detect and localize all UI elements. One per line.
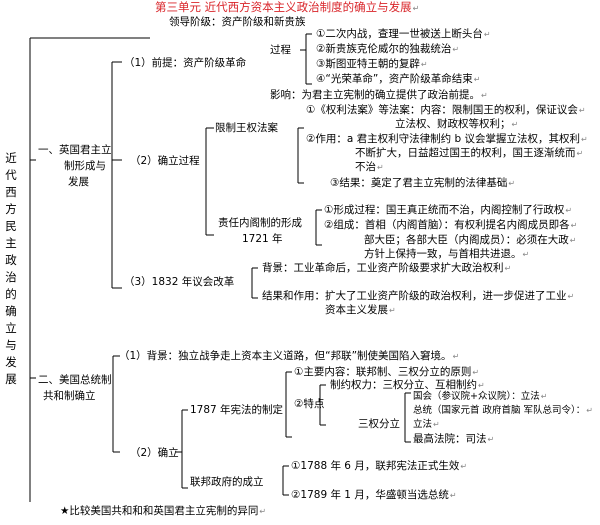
establish-process-label: （2）确立过程 bbox=[130, 155, 200, 167]
cabinet-org-line3: 方针上保持一致，与首相共进退。↵ bbox=[364, 248, 530, 260]
process-item-1: ①二次内战，查理一世被送上断头台↵ bbox=[316, 28, 491, 40]
limit-power-label: 限制王权法案 bbox=[215, 122, 278, 134]
bill-content-line2: 立法权、财政权等权利；↵ bbox=[395, 118, 519, 130]
separation-powers-label: 三权分立 bbox=[358, 418, 400, 430]
process-item-3: ③斯图亚特王朝的复辟↵ bbox=[316, 58, 428, 70]
usa-establish-label: （2）确立 bbox=[130, 447, 179, 459]
section1-label-line1: 一、英国君主立 bbox=[38, 144, 112, 156]
section2-label-line1: 二、美国总统制 bbox=[38, 374, 112, 386]
supreme-court-text: 最高法院：司法↵ bbox=[413, 433, 495, 445]
process-item-4: ④“光荣革命”，资产阶级革命结束↵ bbox=[316, 73, 481, 85]
bill-content-line1: ①《权利法案》等法案：内容：限制国王的权利，保证议会↵ bbox=[306, 104, 586, 116]
bill-role-line3: 不治↵ bbox=[355, 161, 384, 173]
comparison-note: ★比较美国共和和和英国君主立宪制的异同↵ bbox=[60, 505, 267, 517]
federal-gov-label: 联邦政府的成立 bbox=[190, 476, 264, 488]
congress-text: 国会（参议院+众议院）：立法↵ bbox=[413, 391, 548, 402]
bill-role-line1: ②作用：a 君主权利守法律制约 b 议会掌握立法权，其权利↵ bbox=[306, 133, 588, 145]
constitution-1787-label: 1787 年宪法的制定 bbox=[190, 404, 284, 416]
section2-label-line2: 共和制确立 bbox=[43, 390, 96, 402]
reform-result-line2: 资本主义发展↵ bbox=[325, 304, 396, 316]
cabinet-org-line1: ②组成：首相（内阁首脑）：有权利提名内阁成员即各↵ bbox=[324, 219, 578, 231]
restrict-power: 制约权力：三权分立、互相制约↵ bbox=[330, 379, 485, 391]
influence-text: 影响：为君主立宪制的确立提供了政治前提。↵ bbox=[270, 89, 488, 101]
premise-label: （1）前提：资产阶级革命 bbox=[124, 57, 247, 69]
section1-label-line2: 制形成与 bbox=[64, 160, 106, 172]
cabinet-org-line2: 部大臣；各部大臣（内阁成员）：必须在大政↵ bbox=[364, 234, 577, 246]
features-label: ②特点 bbox=[294, 398, 325, 410]
reform-result-line1: 结果和作用：扩大了工业资产阶级的政治权利，进一步促进了工业↵ bbox=[262, 290, 575, 302]
bill-role-line2: 不断扩大，日益超过国王的权利，国王逐渐统而↵ bbox=[355, 147, 584, 159]
federal-gov-item-2: ②1789 年 1 月，华盛顿当选总统↵ bbox=[291, 489, 457, 501]
page-title: 第三单元 近代西方资本主义政治制度的确立与发展↵ bbox=[155, 0, 420, 14]
bill-result: ③结果：奠定了君主立宪制的法律基础↵ bbox=[330, 177, 516, 189]
president-text-line2: 立法↵ bbox=[413, 419, 440, 430]
cabinet-label-line2: 1721 年 bbox=[242, 233, 283, 245]
leader-class-text: 领导阶级：资产阶级和新贵族 bbox=[169, 16, 306, 28]
cabinet-label-line1: 责任内阁制的形成 bbox=[218, 217, 302, 229]
federal-gov-item-1: ①1788 年 6 月，联邦宪法正式生效↵ bbox=[291, 460, 468, 472]
constitution-main-content: ①主要内容：联邦制、三权分立的原则↵ bbox=[294, 366, 480, 378]
vertical-title: 近代西方民主政治的确立与发展 bbox=[5, 151, 17, 386]
cabinet-formation: ①形成过程：国王真正统而不治，内阁控制了行政权↵ bbox=[324, 204, 573, 216]
reform-1832-label: （3）1832 年议会改革 bbox=[124, 276, 235, 288]
process-label: 过程 bbox=[270, 44, 291, 56]
process-item-2: ②新贵族克伦威尔的独裁统治↵ bbox=[316, 43, 460, 55]
usa-background: （1）背景：独立战争走上资本主义道路，但“邦联”制使美国陷入窘境。↵ bbox=[119, 350, 460, 362]
president-text-line1: 总统（国家元首 政府首脑 军队总司令）：↵ bbox=[413, 405, 593, 416]
reform-background: 背景：工业革命后，工业资产阶级要求扩大政治权利↵ bbox=[262, 262, 512, 274]
section1-label-line3: 发展 bbox=[68, 176, 89, 188]
